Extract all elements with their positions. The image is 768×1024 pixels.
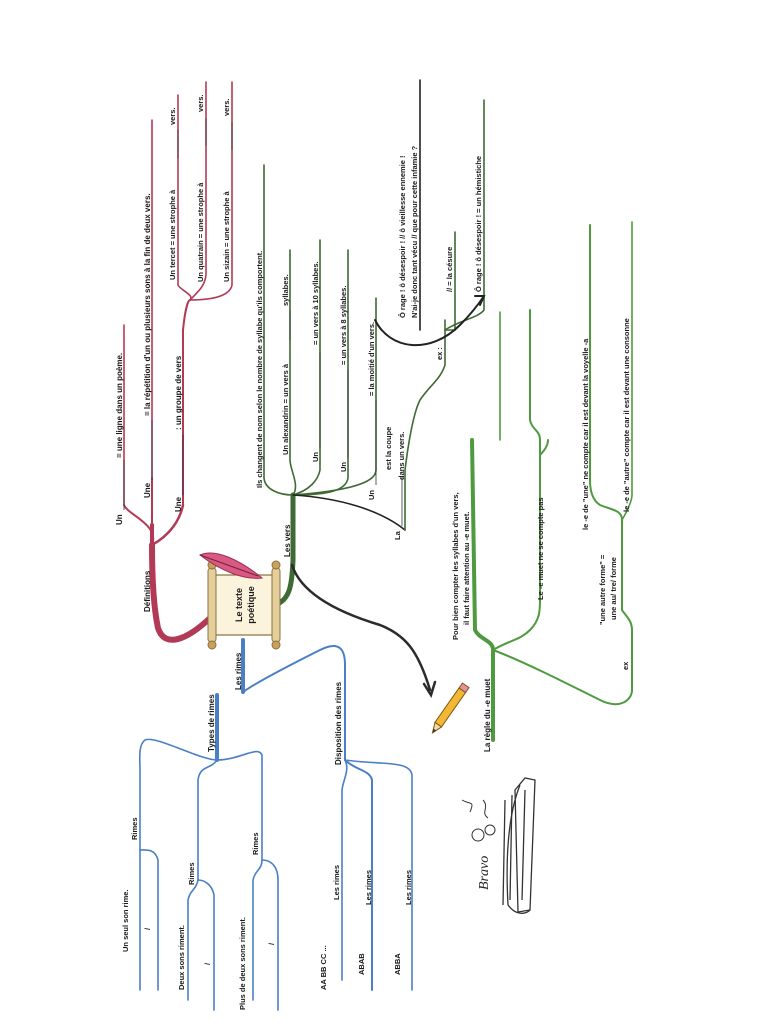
cesure-arrow	[374, 79, 486, 347]
strophe-tercet-pre: Un tercet = une strophe à	[168, 189, 177, 280]
rimes-branch	[138, 638, 413, 1011]
def-strophe-post: : un groupe de vers	[174, 355, 183, 430]
vers-coupe-post2: dans un vers.	[397, 432, 406, 480]
vers-alexandrin-post: syllabes.	[281, 274, 290, 306]
def-vers-pre: Un	[115, 514, 124, 525]
rime-type1-desc: Un seul son rime.	[121, 889, 130, 952]
vers-quote-line2: N'ai-je donc tant vécu // que pour cette…	[410, 145, 419, 318]
emuet-forme-line2: une au/ tre/ forme	[609, 557, 618, 620]
emuet-intro-line1: Pour bien compter les syllabes d'un vers…	[451, 492, 460, 640]
rime-type2-desc: Deux sons riment.	[177, 925, 186, 990]
rime-type2-slash: /	[203, 962, 212, 965]
rime-disp1-label: Les rimes	[332, 865, 341, 900]
def-rime-pre: Une	[143, 482, 152, 498]
vers-quote-line1: Ô rage ! ô désespoir ! // ô vieillesse e…	[398, 155, 407, 318]
strophe-sizain-pre: Un sizain = une strophe à	[222, 191, 231, 282]
center-title-line2: poétique	[246, 586, 256, 624]
vers-alexandrin-pre: Un alexandrin = un vers à	[281, 363, 290, 455]
strophe-quatrain-pre: Un quatrain = une strophe à	[196, 182, 205, 282]
rime-disp1-pattern: AA BB CC ...	[319, 945, 328, 990]
vers-coupe-post: est la coupe	[384, 427, 393, 470]
strophe-sizain-post: vers.	[222, 98, 231, 116]
branch-vers-label: Les vers	[283, 524, 292, 557]
rime-type3-slash: /	[267, 942, 276, 945]
vers-intro: Ils changent de nom selon le nombre de s…	[255, 251, 264, 488]
vers-8-pre: Un	[339, 462, 348, 472]
rime-type2-label: Rimes	[187, 862, 196, 885]
doodle-lettering: Bravo	[477, 856, 492, 890]
rime-disp3-label: Les rimes	[404, 870, 413, 905]
vers-ex: ex :	[435, 347, 444, 360]
scroll-icon	[207, 560, 281, 650]
vers-10-post: = un vers à 10 syllabes.	[311, 261, 320, 345]
center-title-line1: Le texte	[234, 588, 244, 622]
open-book-icon	[502, 777, 536, 914]
quill-icon	[199, 552, 264, 579]
vers-moitie-post: = la moitié d'un vers.	[367, 322, 376, 396]
emuet-ex: ex	[621, 661, 630, 670]
emuet-une: le -e de "une" ne compte car il est deva…	[581, 338, 590, 530]
rime-type1-label: Rimes	[130, 817, 139, 840]
vers-10-pre: Un	[311, 452, 320, 462]
emuet-branch	[470, 221, 633, 742]
rime-type3-desc: Plus de deux sons riment.	[238, 917, 247, 1010]
vers-moitie-pre: Un	[367, 490, 376, 500]
vers-cesure: // = la césure	[445, 247, 454, 292]
rime-disp3-pattern: ABBA	[393, 953, 402, 975]
def-strophe-pre: Une	[174, 496, 183, 512]
vers-hemistiche: Ô rage ! ô désespoir ! = un hémistiche	[474, 156, 483, 292]
branch-definitions-label: Définitions	[143, 570, 152, 612]
doodle-squiggles	[461, 799, 496, 842]
emuet-autre: le -e de "autre" compte car il est devan…	[622, 318, 631, 512]
strophe-quatrain-post: vers.	[196, 94, 205, 112]
vers-coupe-pre: La	[393, 530, 402, 540]
emuet-ne-compte: Le -e muet ne se compte pas	[536, 497, 545, 600]
strophe-tercet-post: vers.	[168, 107, 177, 125]
rime-disp2-label: Les rimes	[364, 870, 373, 905]
branch-disposition-label: Disposition des rimes	[334, 681, 343, 765]
vers-8-post: = un vers à 8 syllabes.	[339, 286, 348, 365]
rime-disp2-pattern: ABAB	[357, 953, 366, 975]
pencil-icon	[431, 682, 470, 734]
def-rime-post: = la répétition d'un ou plusieurs sons à…	[143, 193, 152, 416]
emuet-intro-line2: il faut faire attention au -e muet.	[462, 512, 471, 625]
branch-emuet-label: La règle du -e muet	[483, 678, 492, 752]
definitions-branch	[123, 81, 233, 643]
rime-type3-label: Rimes	[251, 832, 260, 855]
branch-rimes-label: Les rimes	[234, 652, 243, 690]
emuet-forme-line1: "une autre forme" =	[598, 554, 607, 625]
def-vers-post: = une ligne dans un poème.	[115, 353, 124, 458]
branch-types-label: Types de rimes	[207, 694, 216, 752]
pointer-arrow	[290, 563, 437, 698]
rime-type1-slash: /	[143, 927, 152, 930]
